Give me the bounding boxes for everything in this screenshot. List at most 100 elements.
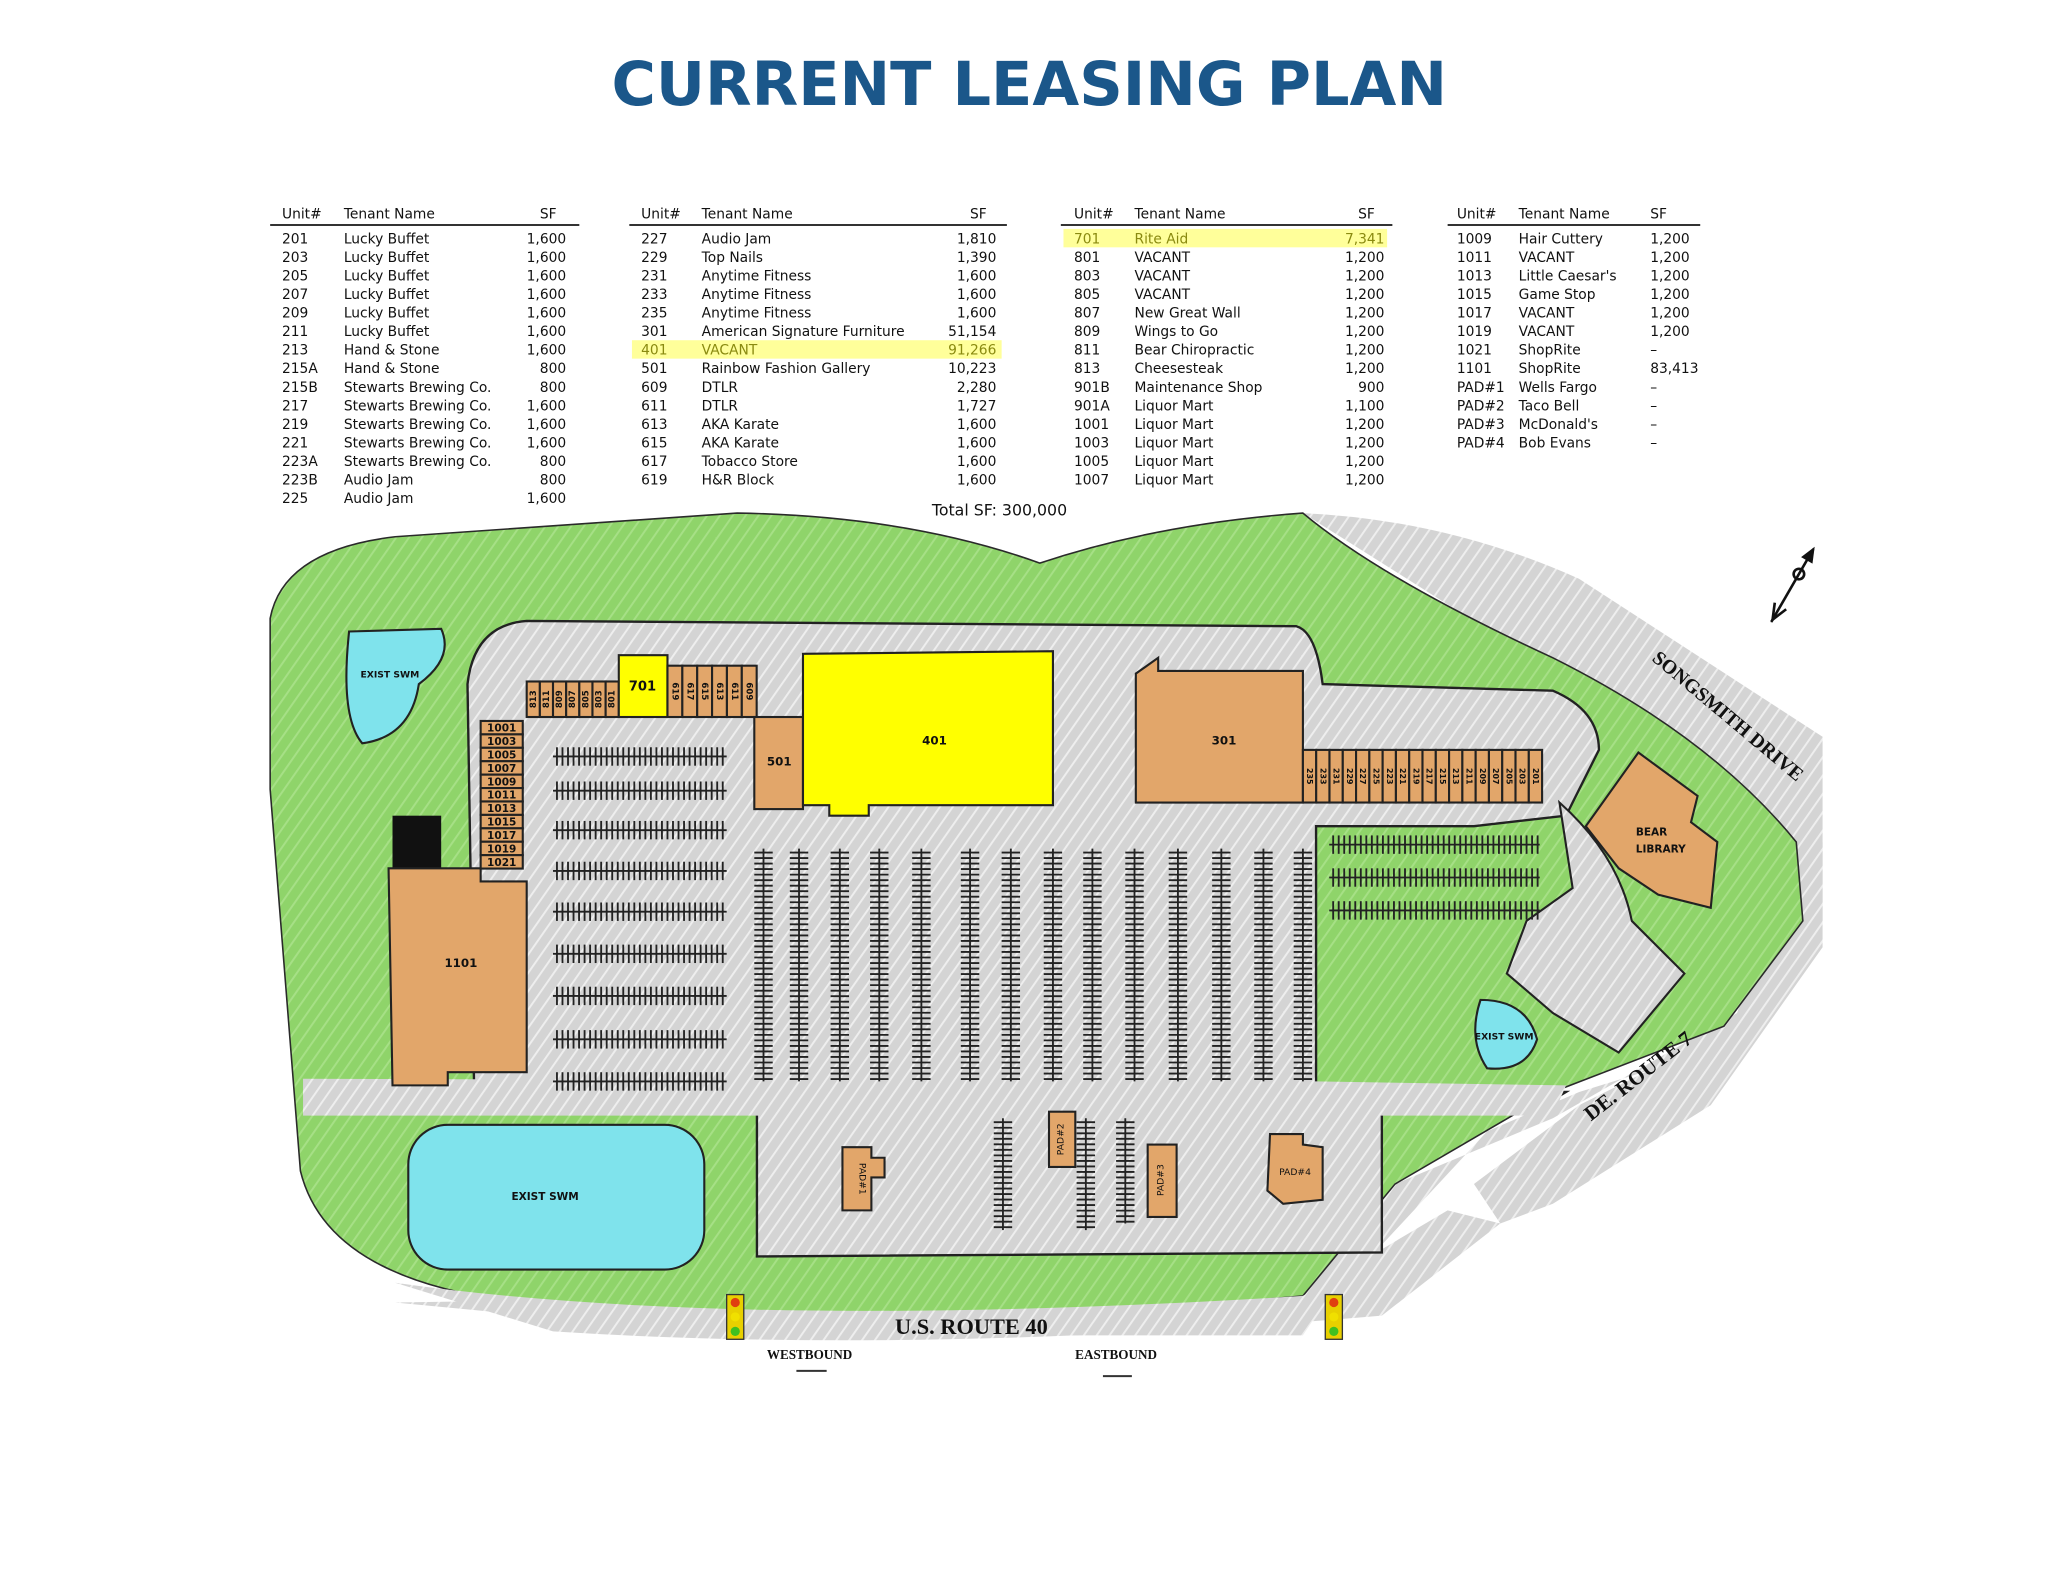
sf-cell: 1,200 [1345,435,1385,451]
unit-label: 805 [581,690,591,708]
unit-cell: 201 [282,231,308,247]
unit-label: 211 [1465,768,1474,784]
parking-row [1125,848,1144,1082]
unit-label: 217 [1425,768,1434,784]
parking-row [993,1118,1013,1231]
tenant-cell: Lucky Buffet [344,250,430,266]
unit-label: 617 [684,682,694,700]
unit-cell: 223B [282,473,318,489]
unit-label: 209 [1478,768,1487,784]
sf-cell: 1,600 [527,343,567,359]
parking-row [1043,848,1063,1082]
tenant-cell: Game Stop [1519,287,1596,303]
sf-cell: 1,600 [957,287,997,303]
unit-cell: 611 [641,398,667,414]
tenant-cell: VACANT [1135,250,1191,266]
unit-cell: 807 [1074,306,1100,322]
unit-label: 227 [1358,768,1367,784]
unit-cell: 801 [1074,250,1100,266]
tenant-cell: DTLR [702,380,739,396]
tenant-cell: Wells Fargo [1519,380,1597,396]
tenant-cell: VACANT [1519,324,1575,340]
unit-label: 1015 [487,817,516,829]
sf-cell: 2,280 [957,380,997,396]
sf-cell: 1,600 [527,268,567,284]
unit-label: 205 [1504,768,1513,784]
pad-2-label: PAD#2 [1055,1123,1066,1155]
tenant-cell: Hand & Stone [344,361,440,377]
building-401-label: 401 [922,734,947,748]
us-route-40-road [395,1210,1501,1341]
unit-cell: 231 [641,268,667,284]
pond-northwest [345,627,446,745]
sf-cell: 1,200 [1650,287,1690,303]
tenant-cell: Cheesesteak [1135,361,1224,377]
sf-cell: 1,200 [1345,250,1385,266]
bear-library-label-2: LIBRARY [1636,844,1686,856]
parking-row [553,986,727,1006]
sf-cell: 7,341 [1345,231,1385,247]
pad-3-label: PAD#3 [1155,1164,1166,1196]
tenant-cell: Lucky Buffet [344,231,430,247]
tenant-cell: Lucky Buffet [344,324,430,340]
bear-library [1584,751,1719,910]
sf-cell: 1,200 [1650,231,1690,247]
tenant-cell: H&R Block [702,473,774,489]
sf-cell: 800 [540,473,566,489]
pad-2 [1047,1110,1077,1169]
building-1101-label: 1101 [444,956,477,970]
bear-library-label-1: BEAR [1636,826,1667,838]
unit-cell: 217 [282,398,308,414]
building-701-label: 701 [629,680,656,695]
parking-row [960,848,980,1082]
building-501-label: 501 [767,755,792,769]
unit-label: 813 [529,690,539,708]
unit-cell: 219 [282,417,308,433]
building-1101-annex [392,815,442,871]
unit-cell: 215B [282,380,318,396]
row-highlight [631,340,1002,359]
pad-1 [841,1146,886,1212]
unit-label: 207 [1491,768,1500,784]
sf-cell: 1,600 [527,250,567,266]
unit-label: 215 [1438,768,1447,784]
column-header-tenant: Tenant Name [1518,206,1610,222]
unit-cell: 1013 [1457,268,1492,284]
tenant-cell: Top Nails [701,250,763,266]
sf-cell: 1,600 [957,268,997,284]
unit-cell: 813 [1074,361,1100,377]
row-highlight [1063,228,1388,248]
pond-southwest-label: EXIST SWM [511,1191,578,1203]
parking-row [1116,1118,1135,1224]
unit-label: 809 [555,690,565,708]
sf-cell: 1,200 [1345,361,1385,377]
tenant-cell: Lucky Buffet [344,287,430,303]
de-route-7-road [1473,841,1823,1224]
tenant-cell: Stewarts Brewing Co. [344,435,492,451]
parking-row [553,1072,727,1091]
unit-label: 1021 [487,857,516,869]
unit-cell: 215A [282,361,318,377]
unit-cell: 1005 [1074,454,1109,470]
parking-row [553,820,727,840]
sf-cell: 1,200 [1345,454,1385,470]
unit-cell: 227 [641,231,667,247]
parking-row [1293,848,1313,1082]
